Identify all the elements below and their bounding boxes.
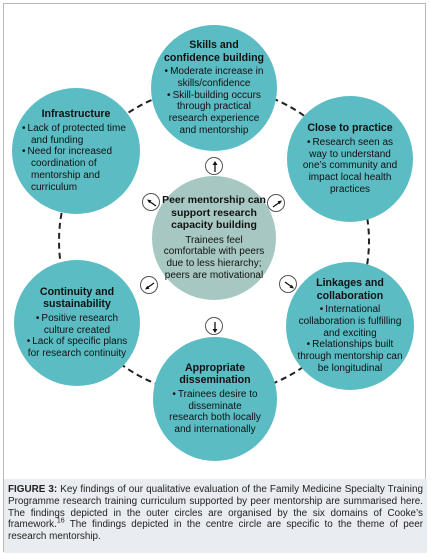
finding-item: •International collaboration is fulfilli…: [298, 304, 402, 339]
domain-findings-linkages: •International collaboration is fulfilli…: [296, 304, 404, 375]
finding-item: •Lack of specific plans for research con…: [26, 336, 128, 360]
figure-caption: FIGURE 3: Key findings of our qualitativ…: [4, 479, 427, 553]
domain-circle-continuity: Continuity and sustainability •Positive …: [14, 260, 140, 386]
domain-title-infrastructure: Infrastructure: [41, 108, 111, 121]
caption-text: Key findings of our qualitative evaluati…: [8, 484, 423, 531]
figure-label: FIGURE 3:: [8, 484, 58, 495]
center-body: Trainees feel comfortable with peers due…: [163, 234, 265, 281]
domain-title-continuity: Continuity and sustainability: [39, 286, 115, 311]
arrow-up-icon: [205, 157, 223, 175]
center-circle-peer-mentorship: Peer mentorship can support research cap…: [152, 176, 276, 300]
domain-circle-skills: Skills and confidence building •Moderate…: [151, 25, 277, 151]
domain-circle-linkages: Linkages and collaboration •Internationa…: [286, 262, 414, 390]
citation-ref: 16: [56, 518, 65, 526]
figure-frame: Skills and confidence building •Moderate…: [3, 3, 427, 553]
finding-item: •Lack of protected time and funding: [22, 122, 126, 146]
domain-findings-skills: •Moderate increase in skills/confidence …: [163, 66, 265, 137]
arrow-up-left-icon: [142, 193, 160, 211]
domain-title-linkages: Linkages and collaboration: [316, 277, 384, 302]
domain-title-close-to-practice: Close to practice: [307, 122, 393, 135]
finding-item: •Skill-building occurs through practical…: [167, 89, 261, 136]
domain-title-skills: Skills and confidence building: [163, 39, 265, 64]
domain-findings-infrastructure: •Lack of protected time and funding •Nee…: [22, 123, 130, 194]
domain-findings-close-to-practice: •Research seen as way to understand one’…: [299, 137, 401, 196]
finding-item: •Need for increased coordination of ment…: [22, 146, 113, 193]
domain-findings-continuity: •Positive research culture created •Lack…: [24, 313, 130, 360]
center-title: Peer mentorship can support research cap…: [162, 194, 266, 232]
finding-item: •Relationships built through mentorship …: [297, 339, 403, 374]
domain-findings-dissemination: •Trainees desire to disseminate research…: [169, 389, 261, 436]
finding-item: •Positive research culture created: [35, 312, 119, 336]
arrow-down-right-icon: [279, 275, 297, 293]
cooke-framework-diagram: Skills and confidence building •Moderate…: [4, 4, 427, 477]
domain-circle-close-to-practice: Close to practice •Research seen as way …: [287, 96, 413, 222]
finding-item: •Research seen as way to understand one’…: [302, 136, 398, 195]
caption-text-continued: The findings depicted in the centre circ…: [8, 519, 423, 543]
finding-item: •Trainees desire to disseminate research…: [169, 388, 261, 436]
finding-item: •Moderate increase in skills/confidence: [164, 66, 264, 89]
domain-title-dissemination: Appropriate dissemination: [179, 362, 251, 387]
arrow-down-icon: [205, 317, 223, 335]
domain-circle-infrastructure: Infrastructure •Lack of protected time a…: [12, 88, 140, 214]
arrow-down-left-icon: [140, 276, 158, 294]
arrow-up-right-icon: [267, 194, 285, 212]
domain-circle-dissemination: Appropriate dissemination •Trainees desi…: [153, 337, 277, 461]
